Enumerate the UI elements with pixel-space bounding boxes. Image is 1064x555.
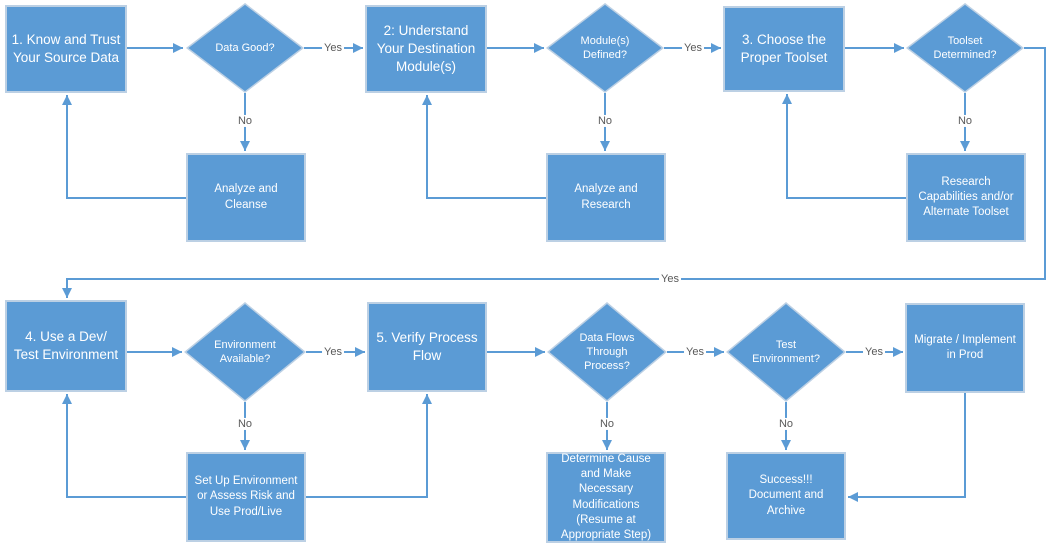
node-step1: 1. Know and Trust Your Source Data — [5, 5, 127, 93]
connector-migrate-to-success — [848, 393, 966, 502]
node-step2-label: 2: Understand Your Destination Module(s) — [376, 23, 476, 74]
edge-label-no-data-good: No — [235, 114, 255, 128]
decision-data-flows: Data Flows Through Process? — [547, 302, 667, 402]
edge-label-yes-data-good: Yes — [322, 41, 344, 55]
edge-label-no-toolset-determined: No — [955, 114, 975, 128]
connector-analyze-research-to-step2 — [422, 95, 546, 199]
node-analyze-cleanse-label: Analyze and Cleanse — [214, 183, 278, 211]
node-step1-label: 1. Know and Trust Your Source Data — [11, 32, 121, 65]
decision-data-good-label: Data Good? — [215, 41, 275, 54]
connector-setup-to-step5 — [306, 394, 432, 498]
diamond-shape — [906, 3, 1024, 93]
node-step3-label: 3. Choose the Proper Toolset — [740, 32, 828, 65]
node-determine-cause-label: Determine Cause and Make Necessary Modif… — [560, 452, 652, 541]
node-analyze-cleanse: Analyze and Cleanse — [186, 153, 306, 242]
node-analyze-research: Analyze and Research — [546, 153, 666, 242]
diamond-shape — [186, 3, 304, 93]
node-step4-label: 4. Use a Dev/ Test Environment — [13, 329, 119, 362]
decision-toolset-determined-label: Toolset Determined? — [933, 34, 997, 61]
edge-label-no-environment-available: No — [235, 417, 255, 431]
edge-label-yes-test-environment: Yes — [863, 345, 885, 359]
decision-test-environment-label: Test Environment? — [752, 338, 820, 365]
decision-test-environment: Test Environment? — [726, 302, 846, 402]
diamond-shape — [184, 302, 306, 402]
node-setup-environment-label: Set Up Environment or Assess Risk and Us… — [194, 475, 298, 518]
diamond-shape — [546, 3, 664, 93]
decision-modules-defined: Module(s) Defined? — [546, 3, 664, 93]
node-migrate-label: Migrate / Implement in Prod — [914, 333, 1016, 361]
node-research-capabilities: Research Capabilities and/or Alternate T… — [906, 153, 1026, 242]
edge-label-no-data-flows: No — [597, 417, 617, 431]
edge-label-yes-environment-available: Yes — [322, 345, 344, 359]
connector-setup-to-step4 — [62, 394, 186, 498]
edge-label-no-modules-defined: No — [595, 114, 615, 128]
node-analyze-research-label: Analyze and Research — [574, 183, 638, 211]
connector-toolset-determined-yes-to-step4 — [62, 47, 1046, 298]
decision-modules-defined-label: Module(s) Defined? — [580, 34, 630, 61]
edge-label-yes-data-flows: Yes — [684, 345, 706, 359]
node-step4: 4. Use a Dev/ Test Environment — [5, 300, 127, 392]
edge-label-yes-modules-defined: Yes — [682, 41, 704, 55]
edge-label-yes-toolset-determined: Yes — [659, 272, 681, 286]
diamond-shape — [726, 302, 846, 402]
node-migrate: Migrate / Implement in Prod — [905, 303, 1025, 393]
decision-environment-available-label: Environment Available? — [214, 338, 276, 365]
node-determine-cause: Determine Cause and Make Necessary Modif… — [546, 452, 666, 543]
decision-data-flows-label: Data Flows Through Process? — [579, 331, 635, 373]
decision-environment-available: Environment Available? — [184, 302, 306, 402]
node-research-capabilities-label: Research Capabilities and/or Alternate T… — [918, 175, 1014, 219]
node-step3: 3. Choose the Proper Toolset — [723, 6, 845, 92]
node-success-label: Success!!! Document and Archive — [748, 474, 824, 517]
node-step5-label: 5. Verify Process Flow — [376, 330, 478, 363]
node-step2: 2: Understand Your Destination Module(s) — [365, 5, 487, 93]
diamond-shape — [547, 302, 667, 402]
node-success: Success!!! Document and Archive — [726, 452, 846, 540]
connector-research-capabilities-to-step3 — [782, 94, 906, 199]
node-step5: 5. Verify Process Flow — [367, 302, 487, 392]
node-setup-environment: Set Up Environment or Assess Risk and Us… — [186, 452, 306, 542]
decision-toolset-determined: Toolset Determined? — [906, 3, 1024, 93]
decision-data-good: Data Good? — [186, 3, 304, 93]
connector-analyze-cleanse-to-step1 — [62, 95, 186, 199]
edge-label-no-test-environment: No — [776, 417, 796, 431]
